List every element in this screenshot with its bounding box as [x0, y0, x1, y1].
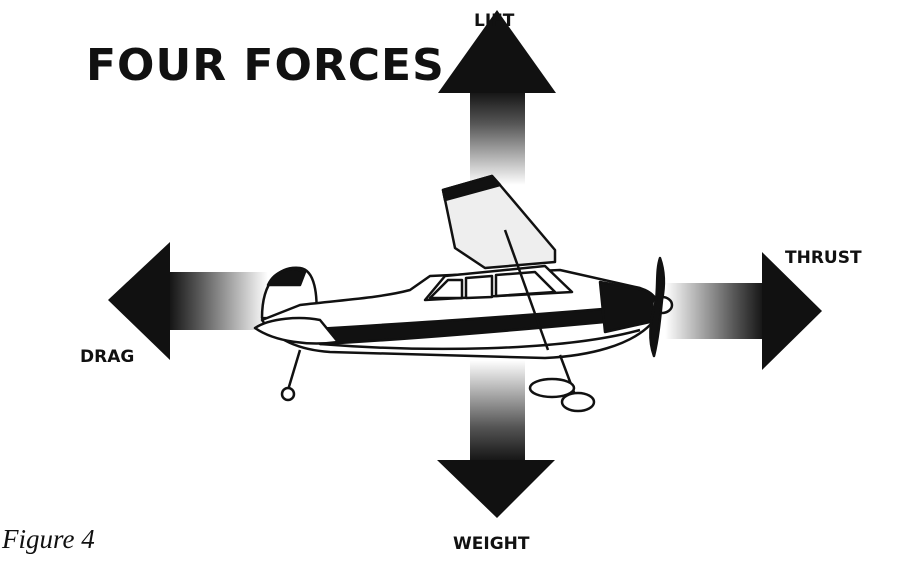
tail-wheel-strut — [286, 349, 302, 391]
wing-strut — [503, 229, 550, 351]
airplane-illustration — [253, 174, 674, 413]
window-1 — [428, 278, 464, 300]
figure-caption: Figure 4 — [1, 524, 95, 554]
lift-arrow — [438, 10, 556, 185]
main-wheel-fairing-2 — [560, 391, 596, 413]
main-wheel-fairing-1 — [528, 377, 576, 399]
tail-wheel — [280, 386, 296, 402]
drag-label: DRAG — [80, 347, 134, 367]
fin-cap — [266, 268, 307, 287]
thrust-arrow — [665, 252, 822, 370]
window-2 — [464, 274, 494, 300]
thrust-label: THRUST — [785, 248, 862, 268]
weight-label: WEIGHT — [453, 534, 530, 554]
lift-label: LIFT — [474, 11, 515, 31]
horizontal-stabilizer — [253, 316, 340, 345]
wing-tip — [441, 174, 502, 202]
drag-arrow — [108, 242, 268, 360]
belly — [319, 328, 641, 351]
diagram-title: FOUR FORCES — [86, 40, 445, 91]
propeller — [649, 256, 666, 358]
weight-arrow — [437, 360, 555, 518]
